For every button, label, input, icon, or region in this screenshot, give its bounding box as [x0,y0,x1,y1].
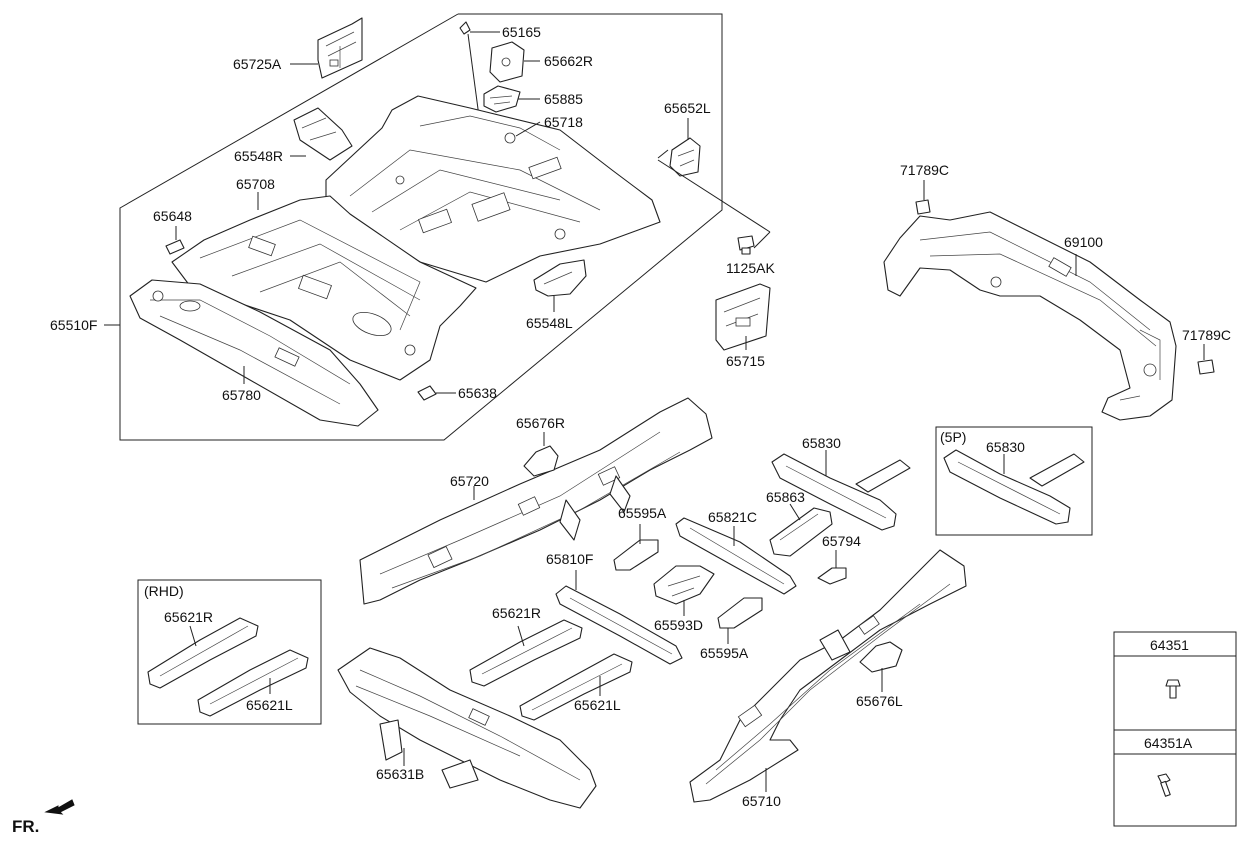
label-65718: 65718 [544,114,583,130]
label-71789C-top: 71789C [900,162,949,178]
label-65595A-bottom: 65595A [700,645,749,661]
part-65885 [483,85,521,113]
label-1125AK: 1125AK [726,260,775,276]
part-65652L [669,137,701,177]
part-65621R [469,619,583,687]
rhd-box [137,579,322,725]
part-65794 [817,567,847,585]
bolt-icon [1157,773,1171,797]
part-71789C-top [915,199,931,215]
part-65648 [165,239,185,255]
part-65821C [675,517,797,595]
arrow-left-down-icon [44,799,75,815]
label-65621L: 65621L [574,697,621,713]
leader-1125AK-line [657,159,771,233]
label-fr: FR. [12,817,39,836]
5p-box [935,426,1093,536]
part-65830-5p [943,449,1085,525]
part-1125AK [737,235,755,255]
bolt-table [1113,631,1237,827]
label-65548R: 65548R [234,148,283,164]
part-65810F [555,585,683,665]
label-65830: 65830 [802,435,841,451]
label-65676R: 65676R [516,415,565,431]
part-65548L [533,259,587,297]
part-65593D [653,565,715,605]
part-65631B [337,647,597,809]
part-65708 [171,195,477,381]
part-65830 [771,453,911,531]
label-65631B: 65631B [376,766,424,782]
label-65710: 65710 [742,793,781,809]
part-65548R [293,107,353,161]
part-65638 [417,385,437,401]
label-69100: 69100 [1064,234,1103,250]
label-65165: 65165 [502,24,541,40]
label-65780: 65780 [222,387,261,403]
leader-65165-b [467,33,481,125]
label-65725A: 65725A [233,56,282,72]
upper-group-frame [119,13,723,441]
label-65708: 65708 [236,176,275,192]
label-64351A: 64351A [1144,735,1193,751]
label-65638: 65638 [458,385,497,401]
leader-1125AK [753,231,771,249]
label-65810F: 65810F [546,551,593,567]
part-65165 [459,21,471,35]
label-65662R: 65662R [544,53,593,69]
part-71789C-right [1197,359,1215,375]
leader-65621R [517,625,525,647]
part-65595A-bottom [717,597,763,629]
label-rhd: (RHD) [144,583,184,599]
part-65720 [359,397,713,605]
leader-65621R-rhd [189,625,197,647]
label-65621R: 65621R [492,605,541,621]
leader-65718 [515,121,541,137]
label-65548L: 65548L [526,315,573,331]
label-71789C-right: 71789C [1182,327,1231,343]
part-65595A-top [613,539,659,571]
label-65794: 65794 [822,533,861,549]
label-65863: 65863 [766,489,805,505]
part-69100 [883,211,1177,421]
label-65885: 65885 [544,91,583,107]
part-65780 [129,279,379,427]
part-65676L [859,641,903,673]
leader-65652L-b [657,149,669,159]
part-65718 [325,95,661,283]
label-65821C: 65821C [708,509,757,525]
label-65621R-rhd: 65621R [164,609,213,625]
part-65621L [519,653,633,721]
label-65720: 65720 [450,473,489,489]
label-65715: 65715 [726,353,765,369]
part-65676R [523,445,559,477]
label-65595A-top: 65595A [618,505,667,521]
part-65725A [317,17,363,79]
label-64351: 64351 [1150,637,1189,653]
label-5p: (5P) [940,429,966,445]
label-65593D: 65593D [654,617,703,633]
label-65621L-rhd: 65621L [246,697,293,713]
bolt-icon [1165,679,1181,699]
part-65710 [689,549,967,803]
part-65715 [715,283,771,351]
part-65863 [769,507,833,557]
leader-65863 [789,503,801,521]
part-65621L-rhd [197,649,309,717]
label-65648: 65648 [153,208,192,224]
label-65830-5p: 65830 [986,439,1025,455]
label-65676L: 65676L [856,693,903,709]
part-65621R-rhd [147,617,259,689]
label-65652L: 65652L [664,100,711,116]
part-65662R [489,41,525,83]
label-65510F: 65510F [50,317,97,333]
